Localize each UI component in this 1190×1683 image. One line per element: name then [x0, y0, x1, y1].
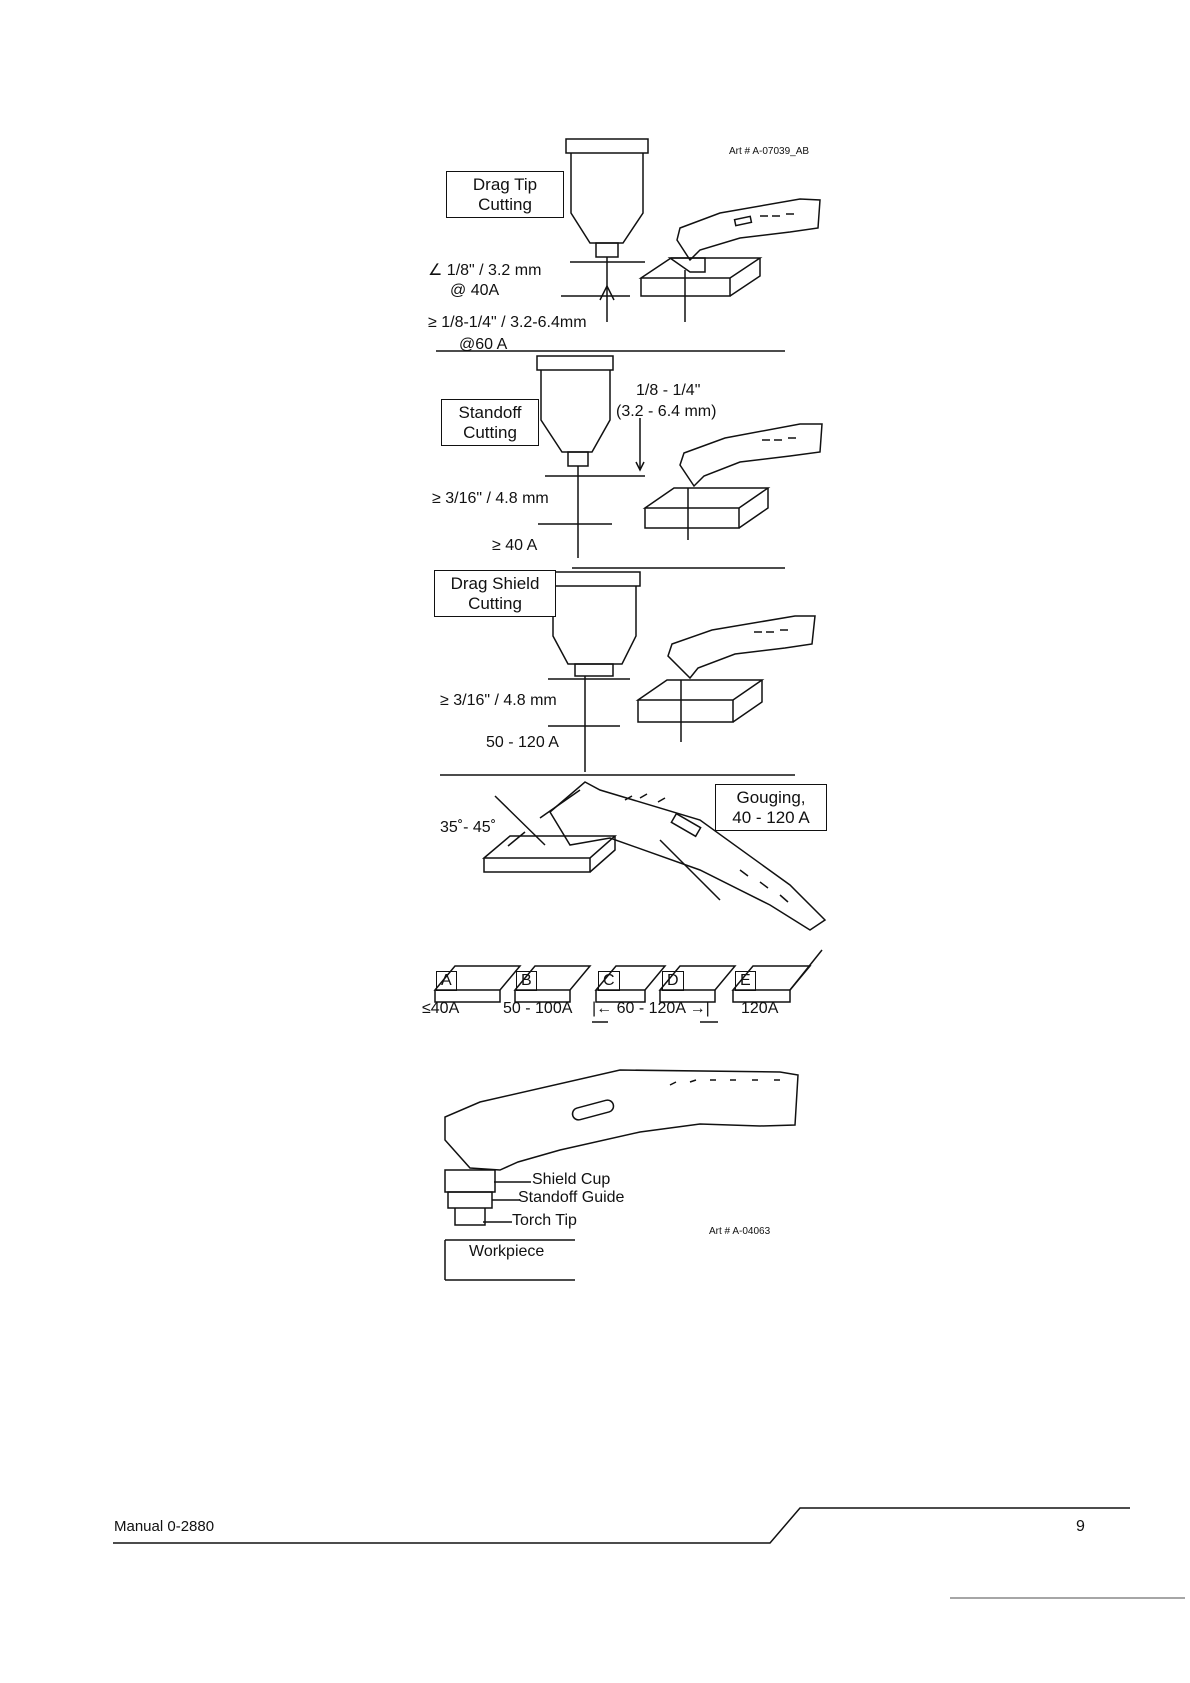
- torch-tip-label: Torch Tip: [512, 1212, 577, 1229]
- arrow-bar-right-icon: →|: [689, 1000, 710, 1017]
- drag-tip-nozzle-drawing: [436, 138, 785, 352]
- arrow-bar-left-icon: |←: [592, 1000, 613, 1017]
- drag-tip-box-line2: Cutting: [478, 194, 532, 214]
- gouging-box-line2: 40 - 120 A: [732, 807, 810, 827]
- drag-shield-nozzle-drawing: [440, 571, 795, 776]
- drag-shield-cutting-box: Drag Shield Cutting: [434, 570, 556, 618]
- shield-cup-label: Shield Cup: [532, 1171, 611, 1188]
- parts-torch-drawing: [444, 1069, 799, 1281]
- standoff-guide-label: Standoff Guide: [518, 1189, 625, 1206]
- profile-letter-a: A: [436, 971, 457, 991]
- drag-shield-box-line2: Cutting: [468, 593, 522, 613]
- gouging-box-line1: Gouging,: [736, 788, 806, 807]
- drag-shield-torch-drawing: [635, 615, 816, 742]
- drag-shield-spec1: ≥ 3/16" / 4.8 mm: [440, 692, 557, 710]
- drag-tip-cutting-box: Drag Tip Cutting: [446, 171, 564, 219]
- drag-tip-spec1-value: 1/8" / 3.2 mm: [446, 262, 542, 279]
- footer-page-number: 9: [1076, 1518, 1085, 1535]
- greater-equal-icon: ≥: [428, 314, 437, 331]
- greater-equal-icon: ≥: [440, 692, 449, 709]
- drag-tip-box-line1: Drag Tip: [472, 175, 538, 194]
- standoff-spec1: ≥ 3/16" / 4.8 mm: [432, 490, 549, 508]
- greater-equal-icon: ≥: [432, 490, 441, 507]
- standoff-box-line1: Standoff: [458, 403, 522, 422]
- standoff-torch-drawing: [642, 423, 823, 540]
- profile-range-1-value: 40A: [430, 1000, 460, 1017]
- standoff-distance-line1: 1/8 - 1/4": [636, 382, 701, 399]
- profile-letter-b: B: [516, 971, 537, 991]
- greater-equal-icon: ≥: [492, 537, 501, 554]
- gouging-box: Gouging, 40 - 120 A: [715, 784, 827, 832]
- art-id-top: Art # A-07039_AB: [729, 146, 810, 157]
- drag-tip-spec2-line2: @60 A: [459, 336, 508, 353]
- drag-tip-spec1-line1: ∠ 1/8" / 3.2 mm: [428, 260, 541, 280]
- drag-tip-spec2-value: 1/8-1/4" / 3.2-6.4mm: [441, 314, 587, 331]
- standoff-spec2: ≥ 40 A: [492, 537, 537, 555]
- gouge-profiles-drawing: [433, 949, 823, 1023]
- profile-range-1: ≤40A: [422, 1000, 459, 1018]
- profile-range-3-value: 60 - 120A: [616, 1000, 686, 1017]
- less-equal-icon: ≤: [422, 1000, 431, 1017]
- standoff-distance-line2: (3.2 - 6.4 mm): [616, 403, 717, 420]
- drag-tip-torch-drawing: [638, 198, 821, 322]
- footer-rule: [113, 1507, 1185, 1599]
- workpiece-label: Workpiece: [469, 1243, 545, 1260]
- profile-letter-d: D: [662, 971, 684, 991]
- profile-range-3: |← 60 - 120A →|: [592, 1000, 710, 1018]
- drag-tip-spec1-line2: @ 40A: [450, 282, 500, 299]
- less-than-angle-icon: ∠: [428, 262, 443, 279]
- gouging-angle: 35˚- 45˚: [440, 819, 497, 836]
- footer-manual-number: Manual 0-2880: [114, 1518, 215, 1535]
- gouging-drawing: [481, 781, 827, 931]
- drag-shield-box-line1: Drag Shield: [450, 574, 540, 593]
- drag-shield-spec2: 50 - 120 A: [486, 734, 559, 751]
- standoff-nozzle-drawing: [536, 355, 785, 569]
- standoff-spec1-value: 3/16" / 4.8 mm: [445, 490, 549, 507]
- standoff-spec2-value: 40 A: [505, 537, 538, 554]
- profile-range-2: 50 - 100A: [503, 1000, 573, 1017]
- art-id-bottom: Art # A-04063: [709, 1226, 771, 1237]
- profile-letter-e: E: [735, 971, 756, 991]
- drag-shield-spec1-value: 3/16" / 4.8 mm: [453, 692, 557, 709]
- standoff-cutting-box: Standoff Cutting: [441, 399, 539, 447]
- standoff-box-line2: Cutting: [463, 422, 517, 442]
- profile-range-4: 120A: [741, 1000, 779, 1017]
- profile-letter-c: C: [598, 971, 620, 991]
- drag-tip-spec2-line1: ≥ 1/8-1/4" / 3.2-6.4mm: [428, 314, 587, 332]
